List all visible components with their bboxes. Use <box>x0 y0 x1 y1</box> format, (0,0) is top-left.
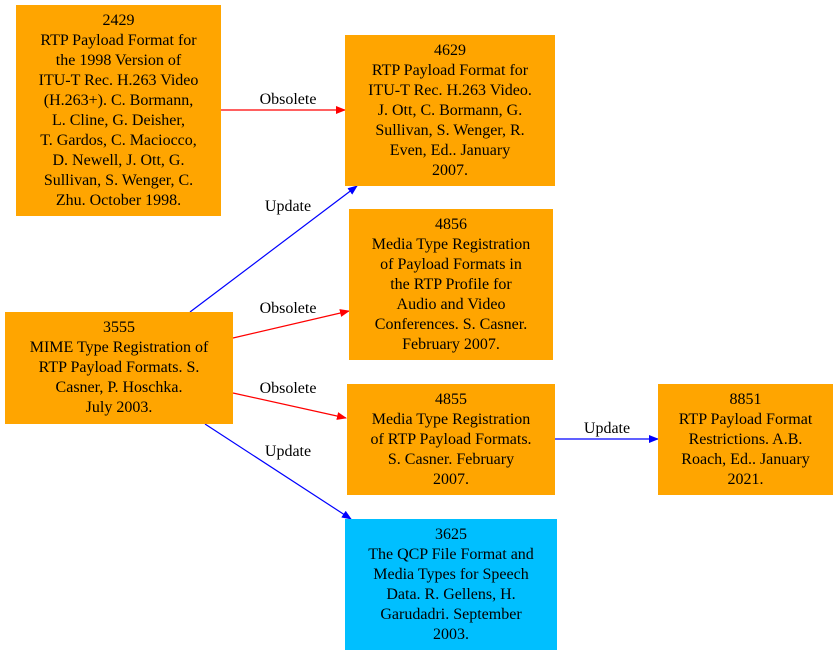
node-line: of Payload Formats in <box>380 255 522 273</box>
node-line: S. Casner. February <box>387 450 515 468</box>
node-line: Restrictions. A.B. <box>688 430 803 448</box>
node-line: T. Gardos, C. Maciocco, <box>40 131 197 149</box>
node-rfc-4855[interactable]: 4855 Media Type Registration of RTP Payl… <box>347 384 555 495</box>
node-line: L. Cline, G. Deisher, <box>51 111 186 129</box>
node-line: Data. R. Gellens, H. <box>386 585 516 603</box>
node-line: The QCP File Format and <box>368 545 534 563</box>
edge-label-3555-3625: Update <box>264 443 312 460</box>
node-line: Casner, P. Hoschka. <box>55 379 183 396</box>
node-line: Audio and Video <box>396 295 506 313</box>
node-line: Media Type Registration <box>371 410 531 428</box>
node-number: 4855 <box>435 390 467 408</box>
node-line: Media Types for Speech <box>373 565 529 583</box>
node-line: February 2007. <box>402 335 500 353</box>
node-line: of RTP Payload Formats. <box>370 430 532 448</box>
edge-label-2429-4629: Obsolete <box>259 91 317 108</box>
node-rfc-2429[interactable]: 2429 RTP Payload Format for the 1998 Ver… <box>16 5 221 216</box>
node-number: 3625 <box>435 525 467 543</box>
node-line: Conferences. S. Casner. <box>374 315 528 333</box>
node-rfc-4629[interactable]: 4629 RTP Payload Format for ITU-T Rec. H… <box>345 35 555 186</box>
node-rfc-4856[interactable]: 4856 Media Type Registration of Payload … <box>349 209 553 360</box>
node-line: July 2003. <box>85 399 153 416</box>
node-number: 8851 <box>729 390 762 408</box>
node-rfc-3555[interactable]: 3555 MIME Type Registration of RTP Paylo… <box>5 312 233 424</box>
node-line: RTP Payload Formats. S. <box>38 359 200 376</box>
edge-label-3555-4629: Update <box>264 198 312 215</box>
node-line: RTP Payload Format <box>678 410 813 428</box>
node-line: 2007. <box>432 161 468 179</box>
node-line: Roach, Ed.. January <box>681 450 810 468</box>
node-line: Sullivan, S. Wenger, R. <box>375 121 525 139</box>
node-number: 4856 <box>435 215 467 233</box>
node-line: MIME Type Registration of <box>29 339 209 356</box>
node-line: RTP Payload Format for <box>371 61 529 79</box>
edge-label-4855-8851: Update <box>583 420 631 437</box>
node-line: Media Type Registration <box>371 235 531 253</box>
edge-label-3555-4856: Obsolete <box>259 300 317 317</box>
node-number: 3555 <box>103 319 135 336</box>
node-line: Garudadri. September <box>380 605 522 623</box>
node-line: 2021. <box>727 470 764 488</box>
edge-3555-to-4629 <box>189 185 358 313</box>
node-number: 4629 <box>434 41 466 59</box>
node-line: ITU-T Rec. H.263 Video. <box>368 81 532 99</box>
node-line: Even, Ed.. January <box>389 141 511 159</box>
node-rfc-8851[interactable]: 8851 RTP Payload Format Restrictions. A.… <box>658 384 833 495</box>
edge-3555-to-4855 <box>232 392 347 420</box>
node-line: ITU-T Rec. H.263 Video <box>38 71 199 89</box>
node-line: RTP Payload Format for <box>40 31 197 49</box>
node-rfc-3625[interactable]: 3625 The QCP File Format and Media Types… <box>345 519 557 650</box>
edge-3555-to-4856 <box>232 309 350 339</box>
node-line: Sullivan, S. Wenger, C. <box>43 171 194 189</box>
node-line: the RTP Profile for <box>390 275 512 293</box>
node-number: 2429 <box>102 11 135 29</box>
node-line: (H.263+). C. Bormann, <box>43 91 194 109</box>
node-line: 2007. <box>433 470 469 488</box>
node-line: D. Newell, J. Ott, G. <box>52 151 185 169</box>
node-line: J. Ott, C. Bormann, G. <box>377 101 523 119</box>
edge-label-3555-4855: Obsolete <box>259 380 317 397</box>
node-line: 2003. <box>433 625 469 643</box>
node-line: Zhu. October 1998. <box>55 191 182 209</box>
node-line: the 1998 Version of <box>55 51 182 69</box>
edge-3555-to-3625 <box>204 423 352 520</box>
